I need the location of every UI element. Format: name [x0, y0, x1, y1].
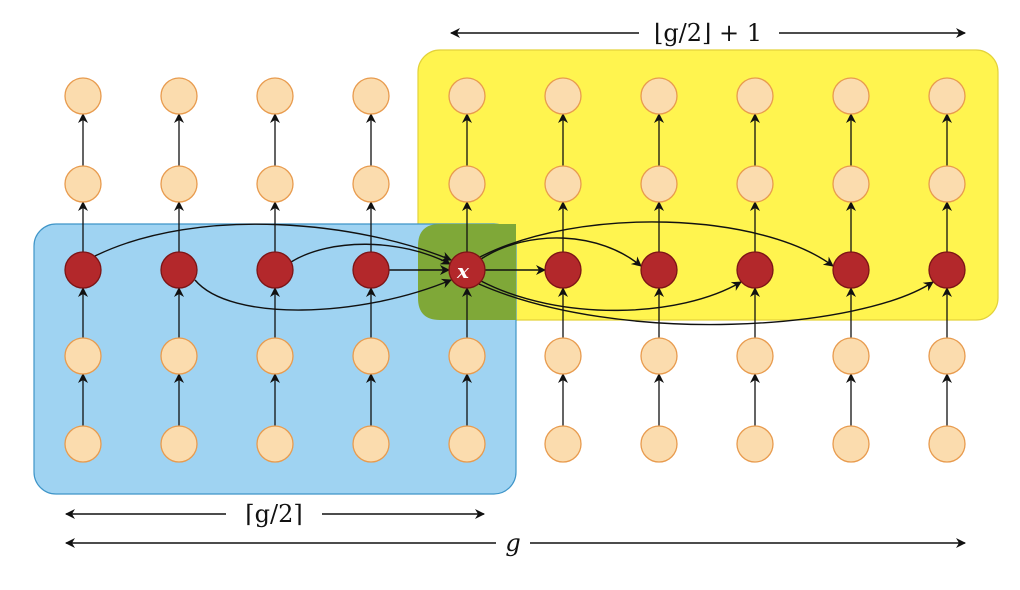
input-node-col6: [544, 425, 582, 463]
hidden-node-lower-col10: [928, 337, 966, 375]
output-node-col1: [64, 77, 102, 115]
attention-node-col1: [64, 251, 102, 289]
center-node-label: x: [456, 259, 470, 283]
vertical-connections: [78, 113, 952, 426]
input-node-col1: [64, 425, 102, 463]
hidden-node-lower-col2: [160, 337, 198, 375]
skip-arrow-col1-to-x: [94, 223, 452, 262]
output-node-col10: [928, 77, 966, 115]
hidden-node-lower-col3: [256, 337, 294, 375]
input-node-col2: [160, 425, 198, 463]
input-node-col4: [352, 425, 390, 463]
input-node-col9: [832, 425, 870, 463]
attention-node-col3: [256, 251, 294, 289]
hidden-node-lower-col6: [544, 337, 582, 375]
node-grid: [64, 77, 966, 463]
hidden-node-upper-col3: [256, 165, 294, 203]
top-span-label: ⌊g/2⌋ + 1: [654, 19, 762, 47]
attention-node-col10: [928, 251, 966, 289]
hidden-node-lower-col7: [640, 337, 678, 375]
hidden-node-upper-col7: [640, 165, 678, 203]
hidden-node-lower-col9: [832, 337, 870, 375]
hidden-node-upper-col8: [736, 165, 774, 203]
hidden-node-upper-col2: [160, 165, 198, 203]
skip-arrow-col3-to-x: [290, 243, 451, 265]
hidden-node-upper-col4: [352, 165, 390, 203]
output-node-col2: [160, 77, 198, 115]
attention-node-col7: [640, 251, 678, 289]
attention-node-col8: [736, 251, 774, 289]
hidden-node-upper-col1: [64, 165, 102, 203]
total-span-label: g: [505, 529, 520, 557]
left-span-label: ⌈g/2⌉: [245, 500, 302, 528]
output-node-col8: [736, 77, 774, 115]
input-node-col8: [736, 425, 774, 463]
hidden-node-lower-col8: [736, 337, 774, 375]
hidden-node-lower-col4: [352, 337, 390, 375]
hidden-node-lower-col5: [448, 337, 486, 375]
attention-node-col6: [544, 251, 582, 289]
skip-arrow-col2-to-x: [194, 278, 452, 311]
output-node-col5: [448, 77, 486, 115]
hidden-node-upper-col6: [544, 165, 582, 203]
hidden-node-upper-col5: [448, 165, 486, 203]
center-node-x-col5: [448, 251, 486, 289]
output-node-col3: [256, 77, 294, 115]
output-node-col7: [640, 77, 678, 115]
hidden-node-upper-col9: [832, 165, 870, 203]
input-node-col3: [256, 425, 294, 463]
skip-arrow-x-to-col8: [480, 280, 742, 312]
skip-connections: [94, 221, 934, 326]
input-node-col10: [928, 425, 966, 463]
skip-arrow-x-to-col7: [480, 237, 642, 267]
hidden-node-lower-col1: [64, 337, 102, 375]
input-node-col7: [640, 425, 678, 463]
attention-node-col4: [352, 251, 390, 289]
attention-node-col9: [832, 251, 870, 289]
hidden-node-upper-col10: [928, 165, 966, 203]
skip-arrow-x-to-col10: [478, 281, 934, 326]
attention-node-col2: [160, 251, 198, 289]
skip-arrow-x-to-col9: [479, 221, 834, 267]
output-node-col9: [832, 77, 870, 115]
output-node-col4: [352, 77, 390, 115]
output-node-col6: [544, 77, 582, 115]
input-node-col5: [448, 425, 486, 463]
